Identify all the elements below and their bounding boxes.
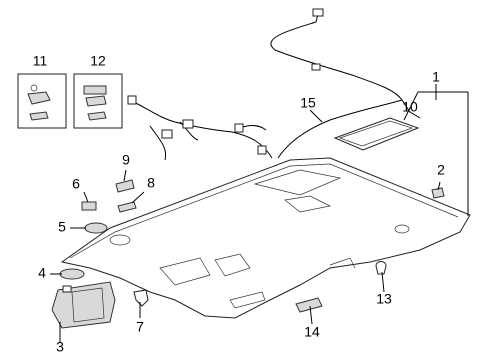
callout-labels: 1 2 3 4 5 6 7 8 9 10 11 12 13 14 15 bbox=[33, 53, 445, 355]
wiring-harness bbox=[127, 8, 421, 161]
callout-5: 5 bbox=[58, 219, 66, 235]
part-13-hook bbox=[375, 261, 387, 275]
part-14-handle bbox=[295, 297, 323, 313]
part-8-clip bbox=[117, 201, 137, 213]
callout-6: 6 bbox=[72, 176, 80, 192]
inset-box-12 bbox=[73, 73, 123, 129]
inset-box-11 bbox=[17, 73, 67, 129]
callout-11: 11 bbox=[33, 53, 48, 69]
part-4-light bbox=[59, 268, 85, 280]
part-7-hook bbox=[133, 289, 149, 307]
callout-10: 10 bbox=[402, 99, 418, 115]
sunroof-panel bbox=[333, 117, 420, 151]
part-5-lamp bbox=[84, 222, 108, 234]
callout-4: 4 bbox=[38, 265, 46, 281]
callout-15: 15 bbox=[300, 95, 316, 111]
callout-13: 13 bbox=[376, 291, 392, 307]
callout-3: 3 bbox=[56, 339, 64, 355]
callout-2: 2 bbox=[437, 162, 445, 178]
callout-8: 8 bbox=[147, 175, 155, 191]
callout-14: 14 bbox=[304, 324, 320, 340]
leader-lines bbox=[50, 84, 469, 342]
callout-9: 9 bbox=[122, 152, 130, 168]
callout-1: 1 bbox=[432, 69, 440, 85]
callout-12: 12 bbox=[90, 53, 106, 69]
part-9-clip bbox=[115, 179, 135, 193]
part-6-clip bbox=[81, 201, 97, 211]
sun-visor bbox=[51, 281, 116, 329]
callout-7: 7 bbox=[136, 319, 144, 335]
